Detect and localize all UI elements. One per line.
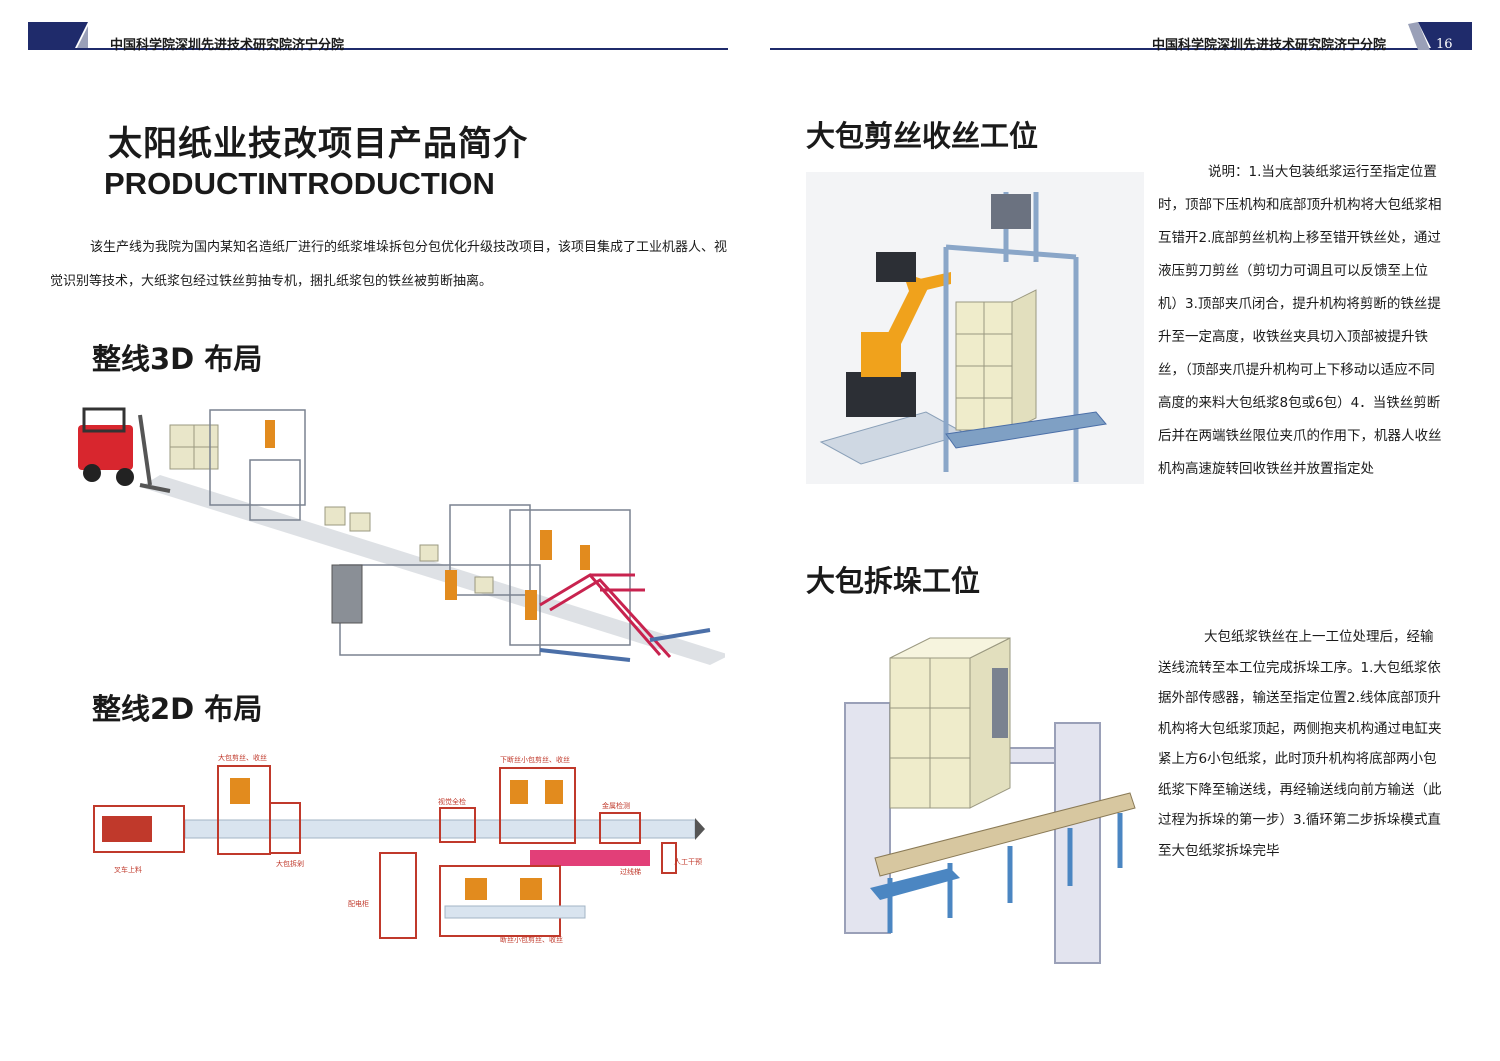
header-right-rule	[770, 48, 1472, 50]
header-left-institute: 中国科学院深圳先进技术研究院济宁分院	[110, 38, 345, 53]
section-cutting-title: 大包剪丝收丝工位	[806, 119, 1039, 153]
cutting-description: 说明：1.当大包装纸浆运行至指定位置时，顶部下压机构和底部顶升机构将大包纸浆相互…	[1158, 164, 1442, 477]
header-left-tab	[28, 22, 88, 50]
intro-paragraph: 该生产线为我院为国内某知名造纸厂进行的纸浆堆垛拆包分包优化升级技改项目，该项目集…	[50, 240, 728, 289]
label-forklift: 叉车上料	[114, 865, 142, 874]
layout-2d-diagram: 大包剪丝、收丝 下断丝小包剪丝、收丝 视觉全检 金属检测 叉车上料 大包拆剁 过…	[90, 748, 710, 943]
label-small-cut: 下断丝小包剪丝、收丝	[500, 755, 570, 764]
section-unstack-title: 大包拆垛工位	[806, 564, 981, 598]
page-title: 太阳纸业技改项目产品简介	[108, 124, 528, 164]
cutting-station-image	[806, 172, 1144, 484]
page-number-tab	[1408, 22, 1472, 50]
unstack-station-image	[830, 628, 1140, 968]
label-bottom: 断丝小包剪丝、收丝	[500, 935, 563, 943]
header-right-institute: 中国科学院深圳先进技术研究院济宁分院	[1152, 38, 1387, 53]
label-elevator: 过线梯	[620, 867, 641, 876]
label-metal: 金属检测	[602, 801, 630, 810]
section-2d-title: 整线2D 布局	[92, 692, 263, 726]
layout-3d-image	[70, 395, 725, 685]
unstack-description: 大包纸浆铁丝在上一工位处理后，经输送线流转至本工位完成拆垛工序。1.大包纸浆依据…	[1158, 629, 1442, 859]
forklift-icon	[78, 407, 171, 493]
label-vision: 视觉全检	[438, 797, 466, 806]
page-number: 16	[1436, 37, 1453, 52]
header-left-rule	[28, 48, 728, 50]
label-unstack: 大包拆剁	[276, 859, 304, 868]
label-cabinet: 配电柜	[348, 899, 369, 908]
label-manual: 人工干预	[674, 857, 702, 866]
label-big-cut: 大包剪丝、收丝	[218, 753, 267, 762]
page-title-en: PRODUCTINTRODUCTION	[104, 166, 495, 201]
section-3d-title: 整线3D 布局	[92, 342, 263, 376]
